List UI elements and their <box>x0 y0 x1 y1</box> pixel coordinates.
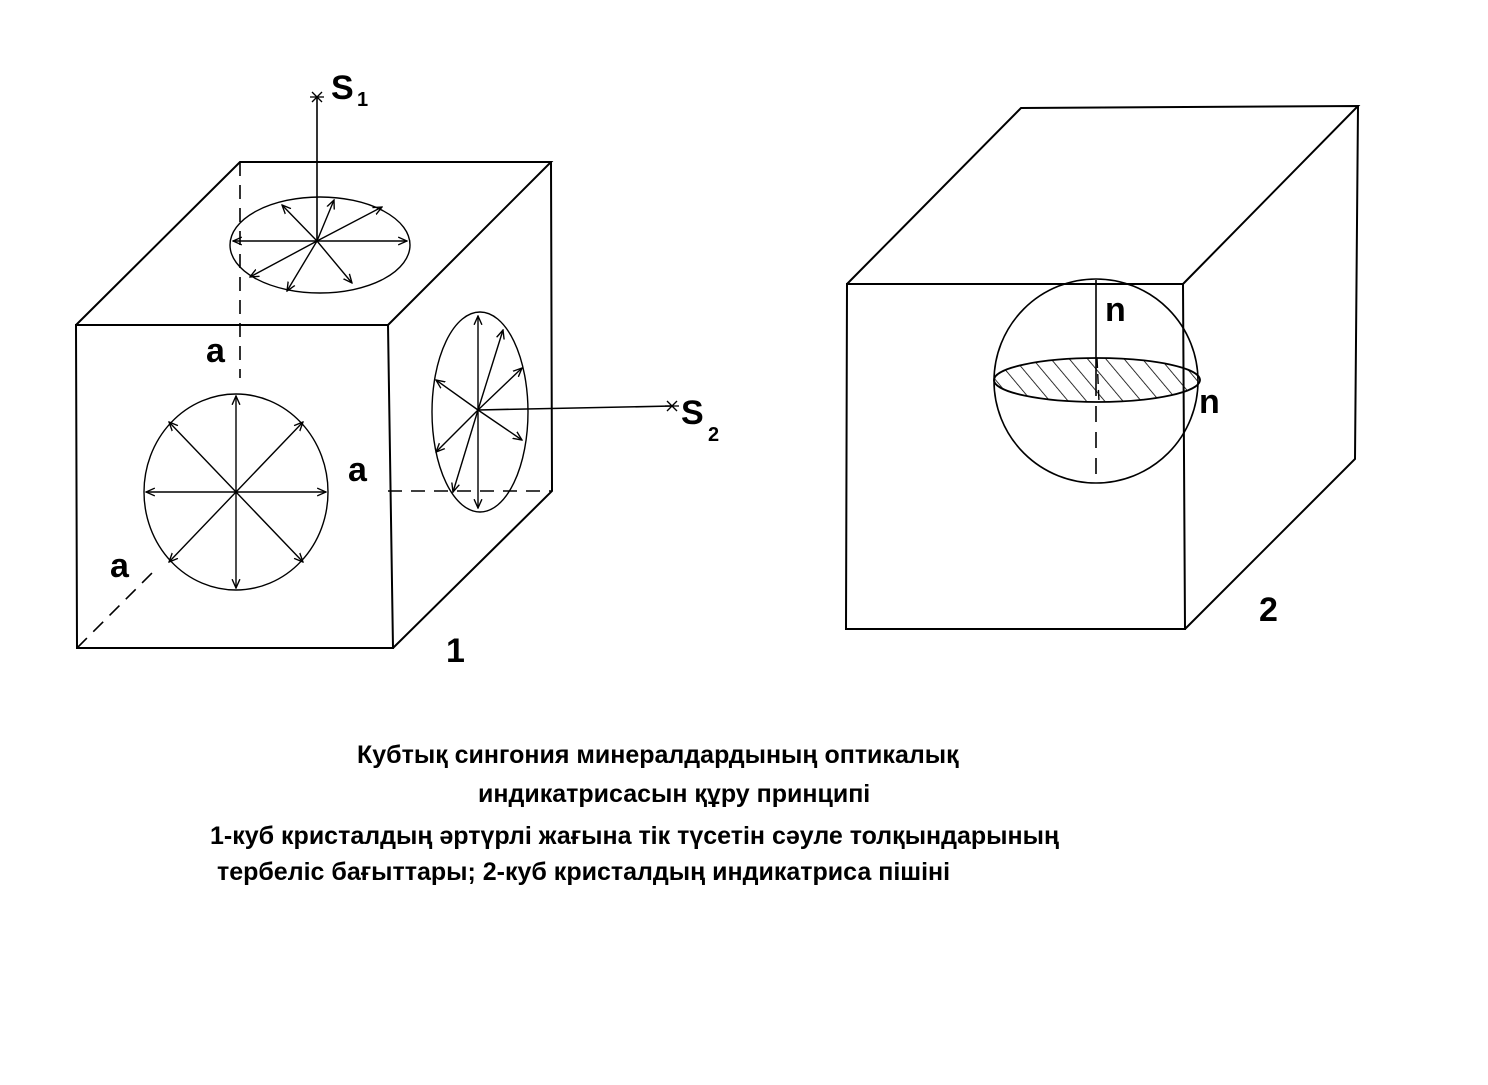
caption-description-line-1: 1-куб кристалдың әртүрлі жағына тік түсе… <box>210 822 1060 850</box>
ray-s1-subscript: 1 <box>357 89 368 111</box>
cube-2-right-face <box>1184 105 1359 630</box>
cube-1-front-face <box>74 324 395 649</box>
ray-s2 <box>477 400 679 412</box>
caption-title-line-1: Кубтық сингония минералдардының оптикалы… <box>357 741 959 769</box>
ray-s2-source-star-icon <box>665 400 679 412</box>
indicatrix-axis-label-vertical: n <box>1105 291 1126 329</box>
cube-2-top-face <box>846 104 1361 285</box>
right-face-vibration-ellipse <box>431 311 529 513</box>
edge-label-vertical: a <box>206 332 226 370</box>
cube-2 <box>844 104 1361 630</box>
ray-s1-letter: S <box>331 69 354 107</box>
indicatrix-axis-label-horizontal: n <box>1199 383 1220 421</box>
edge-label-horizontal: a <box>348 451 368 489</box>
cube-2-front-face <box>844 283 1187 630</box>
caption-description-line-2: тербеліс бағыттары; 2-куб кристалдың инд… <box>210 858 951 886</box>
cube-2-number: 2 <box>1259 591 1278 629</box>
cube-1-top-face <box>75 161 554 326</box>
ray-s2-subscript: 2 <box>708 424 719 446</box>
ray-s1-source-star-icon <box>310 91 324 103</box>
cube-1 <box>74 161 554 649</box>
caption-title-line-2: индикатрисасын құру принципі <box>478 780 871 808</box>
cube-1-hidden-edges <box>76 162 552 649</box>
cube-1-number: 1 <box>446 632 465 670</box>
edge-label-depth: a <box>110 547 130 585</box>
ray-s1 <box>310 91 324 241</box>
front-face-vibration-circle <box>143 393 329 591</box>
indicatrix-sphere <box>993 278 1201 484</box>
ray-s2-letter: S <box>681 394 704 432</box>
top-face-vibration-ellipse <box>229 196 411 294</box>
